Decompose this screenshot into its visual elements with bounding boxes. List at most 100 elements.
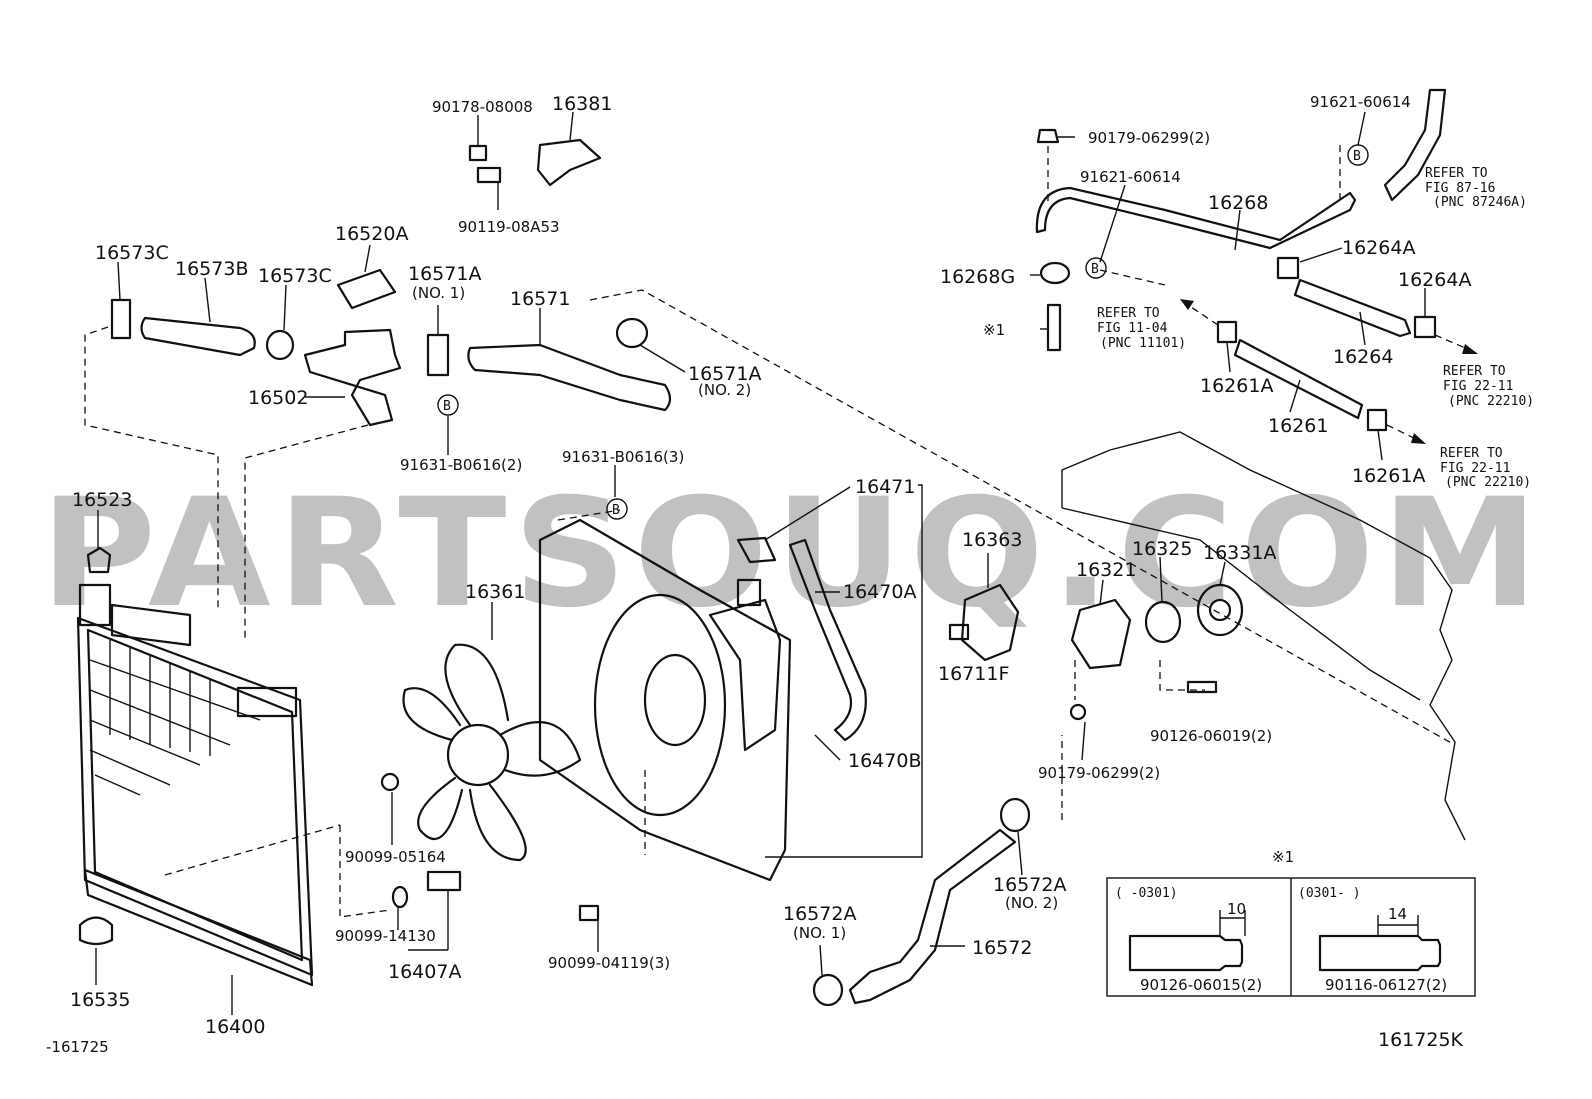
gasket-16268g [1039,261,1071,285]
label-16264: 16264 [1333,346,1393,368]
svg-text:REFER TO: REFER TO [1425,166,1488,181]
radiator-hose-16571 [467,343,672,412]
refer-note-22-11-lower: REFER TO FIG 22-11 (PNC 22210) [1440,446,1531,490]
drawing-code: 161725K [1378,1029,1464,1051]
label-16261a-1: 16261A [1200,375,1273,397]
water-inlet-16321 [1070,598,1132,670]
clamp-16572a-no2 [999,797,1031,833]
bolt-90178 [468,144,488,162]
water-pipe-16268 [1035,186,1357,250]
label-90178-08008: 90178-08008 [432,98,533,116]
switch-16407a [426,870,462,892]
label-16572a-no2: 16572A [993,874,1066,896]
label-16321: 16321 [1076,559,1136,581]
svg-text:B: B [1091,262,1099,277]
bolt-90119 [476,166,502,184]
svg-text:FIG 87-16: FIG 87-16 [1425,181,1495,196]
label-91621-60614-top: 91621-60614 [1310,93,1411,111]
label-16261a-2: 16261A [1352,465,1425,487]
engine-block-outline [1061,431,1466,841]
reservoir-tank [708,578,782,752]
label-16261: 16261 [1268,415,1328,437]
clamp-16264a-1 [1276,256,1300,280]
heater-hose-upper [1383,88,1447,202]
label-16573c-right: 16573C [258,265,332,287]
inset-title: ※1 [1272,848,1294,866]
label-16470a: 16470A [843,581,916,603]
b-marker-1: B [437,394,459,416]
watermark: PARTSOUQ.COM [40,467,1545,641]
inset-right-dim: 14 [1388,905,1407,923]
label-16571a-no2-note: (NO. 2) [698,381,751,399]
fan-blade-16361 [402,643,582,862]
label-16535: 16535 [70,989,130,1011]
label-16572a-no1-note: (NO. 1) [793,924,846,942]
svg-text:(PNC 22210): (PNC 22210) [1448,394,1534,409]
label-91621-60614-mid: 91621-60614 [1080,168,1181,186]
label-16571: 16571 [510,288,570,310]
b-marker-4: B [1085,257,1107,279]
svg-text:REFER TO: REFER TO [1097,306,1160,321]
svg-text:FIG 11-04: FIG 11-04 [1097,321,1168,336]
svg-text:FIG 22-11: FIG 22-11 [1443,379,1513,394]
label-16571a-no2: 16571A [688,363,761,385]
fan-motor-16363 [948,583,1020,662]
label-16571a-no1-note: (NO. 1) [412,284,465,302]
label-16268g: 16268G [940,266,1015,288]
clamp-16572a-no1 [812,973,844,1007]
label-16264a-2: 16264A [1398,269,1471,291]
cushion-16535 [78,916,114,946]
label-16381: 16381 [552,93,612,115]
gasket-16325 [1144,600,1182,644]
label-16520a: 16520A [335,223,408,245]
clamp-16573c-left [110,298,132,340]
part-labels: 90178-08008 16381 90119-08A53 16573C 165… [70,93,1471,1038]
drawing-ref: -161725 [46,1038,109,1056]
dashed-lines [84,145,1456,918]
fan-shroud-16711f [538,518,792,882]
label-16331a: 16331A [1203,542,1276,564]
stud-note1 [1046,303,1062,352]
radiator-hose-16573b [140,316,256,357]
b-marker-3: B [1347,144,1369,166]
label-16407a: 16407A [388,961,461,983]
bolt-90099-04119 [578,904,600,922]
clamp-16261a-2 [1366,408,1388,432]
hose-16264 [1293,278,1412,338]
label-16711f: 16711F [938,663,1009,685]
bracket-16381 [536,138,602,187]
label-90099-05164: 90099-05164 [345,848,446,866]
label-16400: 16400 [205,1016,265,1038]
nut-90179-06299-top [1036,128,1060,144]
label-16363: 16363 [962,529,1022,551]
hose-16261 [1233,338,1364,420]
label-16523: 16523 [72,489,132,511]
leader-lines [95,111,1426,1015]
refer-note-87-16: REFER TO FIG 87-16 (PNC 87246A) [1425,166,1527,210]
label-90099-14130: 90099-14130 [335,927,436,945]
b-marker-2: B [606,498,628,520]
svg-text:B: B [1353,149,1361,164]
drain-cock-16523 [86,546,112,574]
label-90179-06299-2-bottom: 90179-06299(2) [1038,764,1160,782]
bolt-90099-05164 [380,772,400,792]
clamp-16571a-no1 [426,333,450,377]
svg-text:(PNC 87246A): (PNC 87246A) [1433,195,1527,210]
label-16572a-no2-note: (NO. 2) [1005,894,1058,912]
label-note-1-stud: ※1 [983,321,1005,339]
inset-left-dim: 10 [1227,900,1246,918]
clamp-16264a-2 [1413,315,1437,339]
inset-box: ※1 ( -0301) (0301- ) 10 14 90126-06015(2… [1106,848,1476,997]
inset-left-range: ( -0301) [1115,886,1178,901]
label-16572a-no1: 16572A [783,903,856,925]
label-16471: 16471 [855,476,915,498]
svg-text:B: B [443,399,451,414]
svg-text:(PNC 11101): (PNC 11101) [1100,336,1186,351]
label-16571a-no1: 16571A [408,263,481,285]
inset-right-part: 90116-06127(2) [1325,976,1447,994]
clamp-16261a-1 [1216,320,1238,344]
stud-90126-06019 [1186,680,1218,694]
radiator-hose-16572 [848,828,1017,1005]
label-91631-b0616-3: 91631-B0616(3) [562,448,684,466]
